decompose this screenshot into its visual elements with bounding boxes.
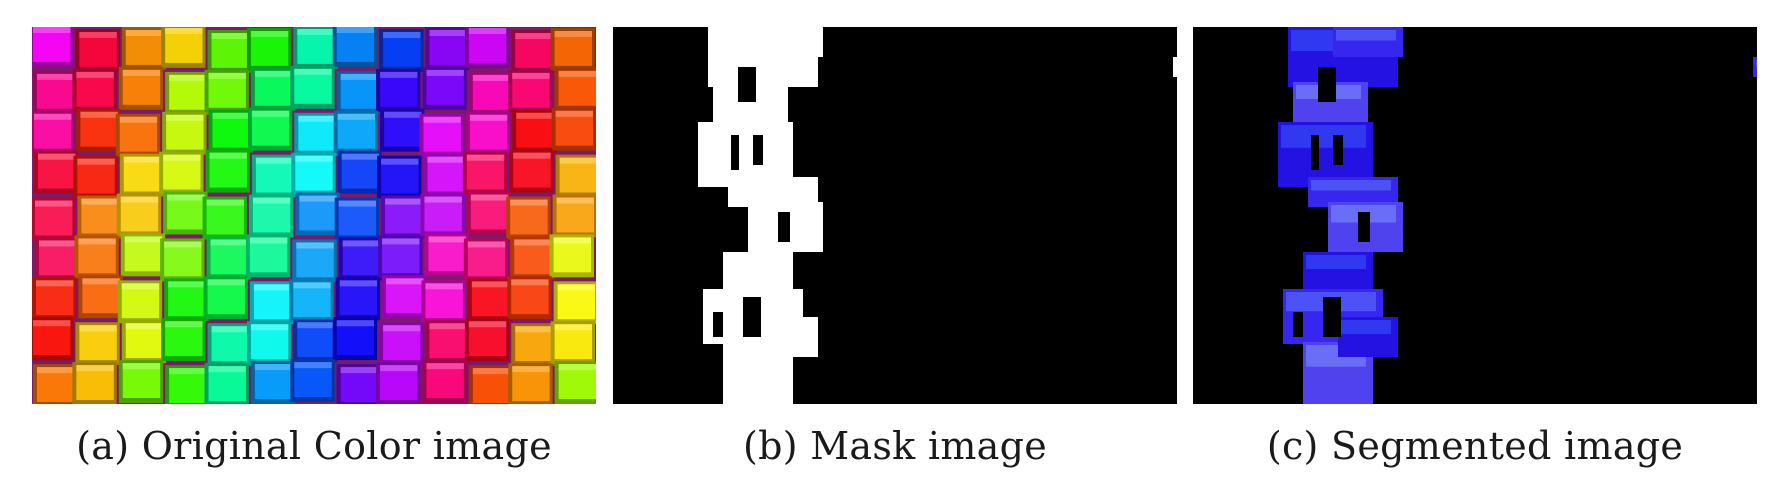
- caption-original-color-image: (a) Original Color image: [76, 424, 552, 468]
- original-color-image: [32, 27, 596, 404]
- color-cubes-picture: [32, 27, 596, 404]
- segmented-picture: [1193, 27, 1757, 404]
- caption-mask-image: (b) Mask image: [742, 424, 1048, 468]
- segmented-image: [1193, 27, 1757, 404]
- mask-picture: [613, 27, 1177, 404]
- caption-segmented-image: (c) Segmented image: [1266, 424, 1684, 468]
- mask-image: [613, 27, 1177, 404]
